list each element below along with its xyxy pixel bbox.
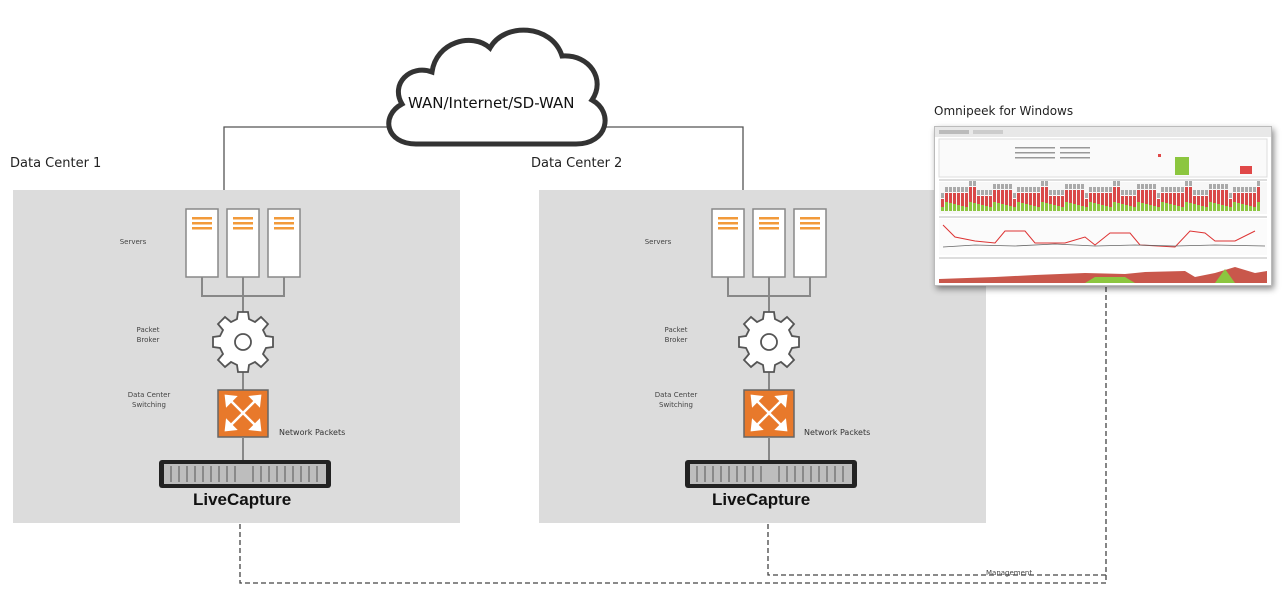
omnipeek-screenshot xyxy=(934,126,1272,286)
management-link xyxy=(239,285,1107,584)
dc1-broker-label: Packet Broker xyxy=(118,325,178,345)
dc2-switch-label-line2: Switching xyxy=(659,401,693,409)
dc2-capture-label: LiveCapture xyxy=(712,490,811,509)
dc2-broker-label: Packet Broker xyxy=(646,325,706,345)
gear-icon xyxy=(212,311,274,373)
capture-appliance-icon xyxy=(685,460,857,488)
dc1-network-packets-label: Network Packets xyxy=(279,428,346,437)
dc1-broker-label-line1: Packet xyxy=(136,326,160,334)
dc2-devices xyxy=(685,208,857,488)
dc1-capture-label: LiveCapture xyxy=(193,490,292,509)
dc1-title: Data Center 1 xyxy=(10,156,102,171)
server-icon xyxy=(752,208,786,278)
wan-link-dc1 xyxy=(223,126,392,190)
server-icon xyxy=(185,208,219,278)
server-icon xyxy=(226,208,260,278)
server-icon xyxy=(267,208,301,278)
cloud-label: WAN/Internet/SD-WAN xyxy=(408,94,575,112)
server-icon xyxy=(793,208,827,278)
dc2-title: Data Center 2 xyxy=(531,156,623,171)
omnipeek-dashboard-image xyxy=(935,127,1271,283)
dc1-devices xyxy=(159,208,331,488)
omnipeek-title: Omnipeek for Windows xyxy=(934,104,1074,118)
dc2-broker-label-line1: Packet xyxy=(664,326,688,334)
dc2-switch-label-line1: Data Center xyxy=(654,391,698,399)
dc2-servers-label: Servers xyxy=(644,238,672,246)
gear-icon xyxy=(738,311,800,373)
dc1-switch-label: Data Center Switching xyxy=(113,390,185,410)
dc2-broker-label-line2: Broker xyxy=(664,336,688,344)
dc1-broker-label-line2: Broker xyxy=(136,336,160,344)
dc1-servers-label: Servers xyxy=(119,238,147,246)
capture-appliance-icon xyxy=(159,460,331,488)
management-link-dc2 xyxy=(767,524,1106,576)
wan-link-dc2 xyxy=(605,126,744,190)
management-label: Management xyxy=(986,569,1033,577)
switch-icon xyxy=(743,389,795,438)
dc1-switch-label-line1: Data Center xyxy=(127,391,171,399)
dc2-switch-label: Data Center Switching xyxy=(640,390,712,410)
dc2-network-packets-label: Network Packets xyxy=(804,428,871,437)
cloud-icon xyxy=(386,27,608,147)
switch-icon xyxy=(217,389,269,438)
server-icon xyxy=(711,208,745,278)
dc1-switch-label-line2: Switching xyxy=(132,401,166,409)
